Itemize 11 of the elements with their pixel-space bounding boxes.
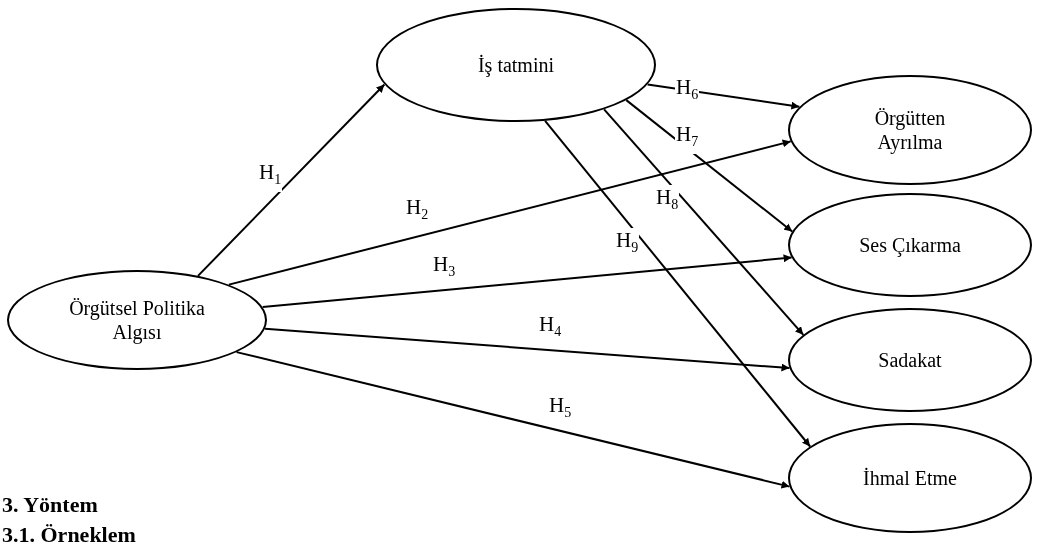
arrow [603,108,805,336]
node-label: Örgütsel Politika Algısı [68,296,206,344]
node-label: İhmal Etme [863,466,957,490]
section-heading: 3.1. Örneklem [2,522,136,548]
node-label: İş tatmini [477,53,555,77]
node-label: Ses Çıkarma [859,233,961,257]
node-label: Örgütten Ayrılma [873,106,947,154]
section-heading: 3. Yöntem [2,492,98,518]
arrow [544,119,812,448]
node-label: Sadakat [878,348,942,372]
arrow [197,83,386,277]
